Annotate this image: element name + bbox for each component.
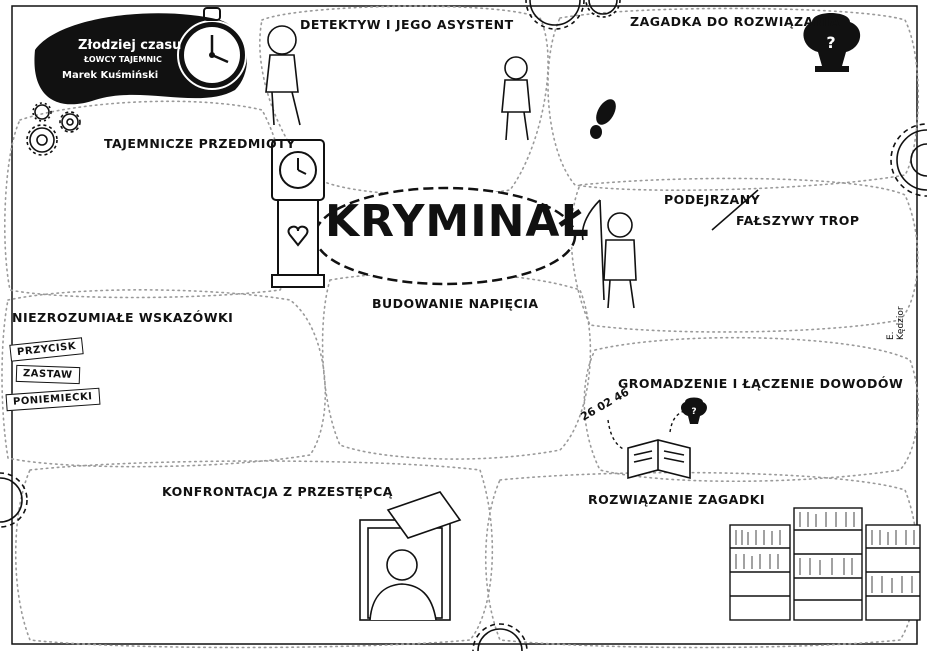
- gear-icon-5: [585, 0, 621, 18]
- label-confrontation: Konfrontacja z przestępcą: [162, 484, 393, 499]
- assistant-figure: [501, 56, 531, 141]
- book-series: Łowcy tajemnic: [84, 55, 162, 64]
- footprint-icon: [590, 99, 616, 139]
- gear-icon-7: [0, 472, 28, 528]
- book-author: Marek Kuśmiński: [62, 70, 159, 81]
- label-objects: Tajemnicze przedmioty: [104, 136, 296, 151]
- region-objects: [3, 100, 292, 299]
- trophy-question-icon: ?: [803, 13, 861, 72]
- book-spines: [735, 512, 915, 593]
- label-false-lead: Fałszywy trop: [736, 213, 860, 228]
- svg-text:?: ?: [826, 33, 835, 52]
- detective-figure: [265, 25, 301, 126]
- region-confrontation: [14, 460, 494, 649]
- gear-icon-4: [525, 0, 585, 30]
- suspect-divider: [711, 189, 759, 231]
- page-frame: [11, 5, 918, 645]
- center-title: KRYMINAŁ: [325, 196, 590, 247]
- label-solution: Rozwiązanie zagadki: [588, 492, 766, 507]
- label-clues: Niezrozumiałe wskazówki: [12, 310, 234, 325]
- region-evidence: [583, 336, 919, 483]
- gear-icon-2: [59, 111, 81, 133]
- region-clues: [1, 289, 327, 468]
- region-suspect: [570, 177, 919, 333]
- book-title: Złodziej czasu: [78, 38, 182, 53]
- gear-icon-8: [472, 623, 528, 651]
- label-evidence: Gromadzenie i łączenie dowodów: [618, 376, 904, 391]
- label-mystery: Zagadka do rozwiązania: [630, 14, 841, 29]
- gear-icon-6: [890, 123, 927, 197]
- grandfather-clock-icon: [271, 139, 325, 288]
- book-icon: [627, 439, 691, 480]
- label-suspect: Podejrzany: [664, 192, 761, 207]
- svg-text:?: ?: [691, 407, 696, 417]
- confrontation-illustration: [359, 491, 462, 621]
- signature: E. Kędzior: [886, 306, 906, 340]
- small-trophy-icon: ?: [681, 397, 707, 424]
- suspect-figure: [581, 199, 637, 309]
- region-mystery: [547, 7, 919, 191]
- gear-icon-1: [26, 124, 58, 156]
- clue-tag: Zastaw: [15, 364, 80, 385]
- arrow-number-to-book: [607, 419, 626, 451]
- banner-clock-icon: [177, 7, 247, 90]
- bookshelf-icon: [729, 507, 921, 621]
- gear-icon-3: [32, 102, 52, 122]
- label-detective: Detektyw i jego asystent: [300, 17, 514, 32]
- label-tension: Budowanie napięcia: [372, 296, 539, 311]
